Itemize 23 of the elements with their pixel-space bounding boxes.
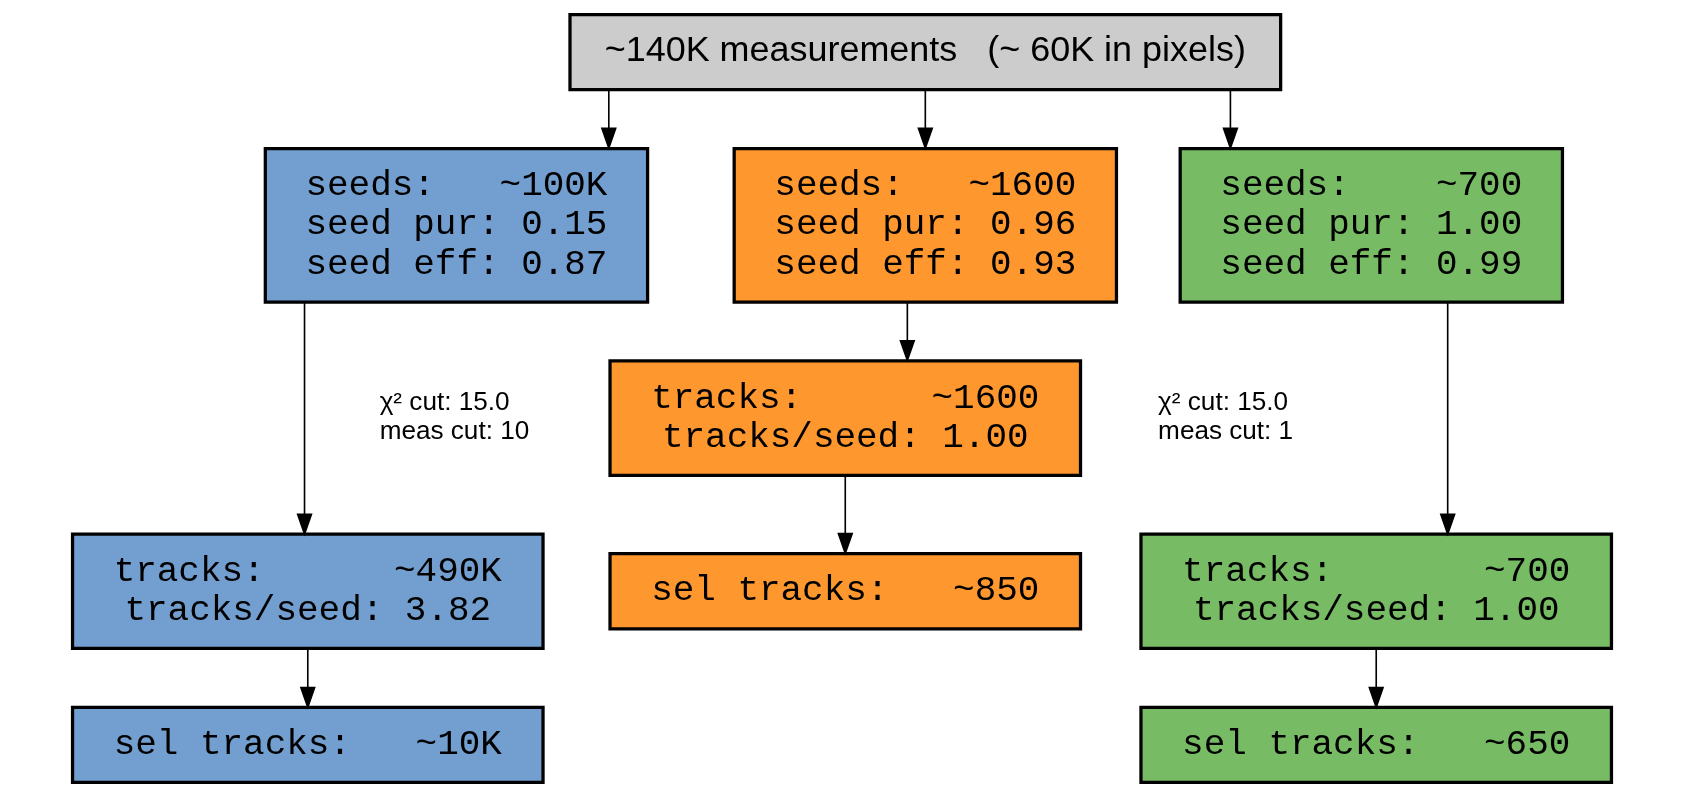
label: χ² cut: 15.0 — [379, 385, 510, 416]
arrow — [898, 301, 915, 363]
node-box: ~140K measurements (~ 60K in pixels) — [567, 12, 1282, 92]
node-box: tracks: ~700 tracks/seed: 1.00 — [1138, 532, 1613, 651]
node-box: tracks: ~490K tracks/seed: 3.82 — [70, 532, 545, 651]
node-box: sel tracks: ~10K — [70, 705, 545, 785]
arrow — [836, 474, 853, 556]
arrow — [1439, 301, 1456, 537]
arrow — [600, 88, 617, 151]
label: meas cut: 10 — [379, 415, 529, 446]
label: χ² cut: 15.0 — [1157, 385, 1288, 416]
arrow — [1367, 647, 1384, 710]
arrow — [299, 647, 316, 710]
node-box: tracks: ~1600 tracks/seed: 1.00 — [607, 359, 1082, 477]
node-box: sel tracks: ~650 — [1138, 705, 1613, 785]
arrow — [916, 88, 933, 151]
node-box: sel tracks: ~850 — [607, 552, 1082, 631]
node-box: seeds: ~100K seed pur: 0.15 seed eff: 0.87 — [263, 146, 649, 304]
node-box: seeds: ~1600 seed pur: 0.96 seed eff: 0.93 — [732, 146, 1118, 304]
node-box: seeds: ~700 seed pur: 1.00 seed eff: 0.99 — [1178, 146, 1564, 304]
arrow — [1221, 88, 1238, 151]
label: meas cut: 1 — [1157, 415, 1293, 446]
arrow — [296, 301, 313, 537]
